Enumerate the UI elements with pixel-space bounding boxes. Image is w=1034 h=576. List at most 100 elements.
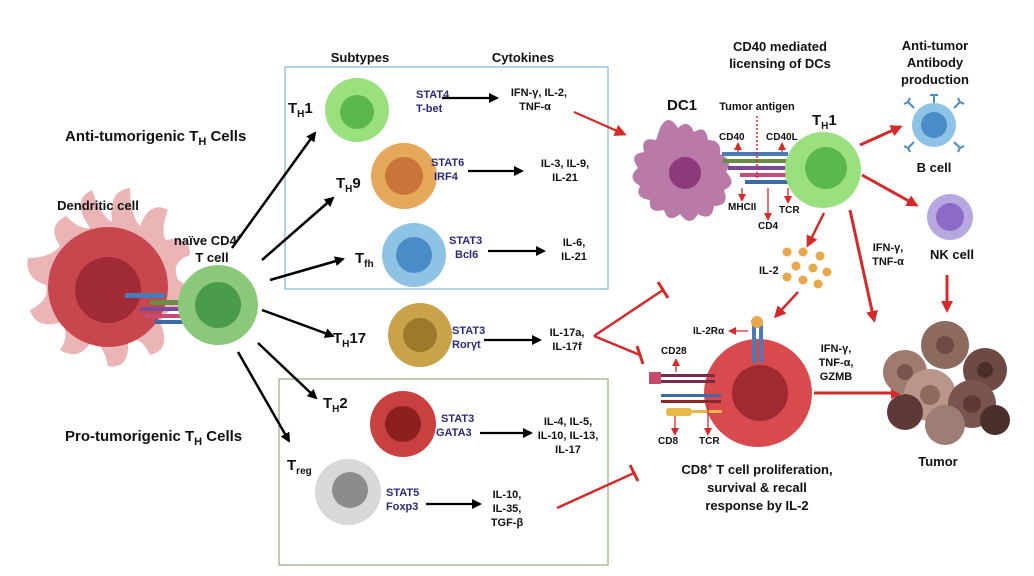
cd8-receptors [649,372,722,416]
cd8-caption-line2: survival & recall [707,480,807,495]
th9-cytokines-line1: IL-3, IL-9, [541,158,589,170]
cd4-label: CD4 [758,221,778,232]
tcr-top-label: TCR [779,205,800,216]
th1-cytokines-line1: IFN-γ, IL-2, [511,87,567,99]
arrow-th1-to-tumor [848,209,878,323]
cd40-label: CD40 [719,132,745,143]
arrow-to-th9 [261,196,335,261]
arrow-il2-to-cd8 [773,291,799,319]
dendritic-cell [27,188,191,367]
tumor-cluster [883,321,1010,445]
cd40l-label: CD40L [766,132,798,143]
th9-label: TH9 [336,175,361,195]
arrow-th1-to-nkcell [861,173,919,207]
nk-cell-label: NK cell [930,247,974,262]
th9-cell [371,143,437,209]
th2-cytokines-line3: IL-17 [555,444,581,456]
anti-tumorigenic-box [284,66,609,290]
th17-tf-line2: Rorγt [452,339,481,351]
arrow-to-th2 [257,342,318,400]
treg-tf-line1: STAT5 [386,487,419,499]
il2-molecules [782,247,832,289]
dc1-th1-receptors [722,152,788,184]
cd8-caption-line1: CD8+ T cell proliferation, [681,461,832,477]
tumor-label: Tumor [918,454,957,469]
cd8-t-cell [704,339,812,447]
cd40-licensing-header-line1: CD40 mediated [733,39,827,54]
arrow-th1-to-bcell [859,125,903,147]
th17-inhibition-bar-bottom [635,345,645,365]
cd8-caption-line3: response by IL-2 [705,498,808,513]
arrow-to-th17 [261,308,335,338]
th17-tf-line1: STAT3 [452,325,485,337]
treg-label: Treg [287,457,312,477]
naive-cd4-label: naïve CD4+ [174,232,242,248]
tfh-cell [382,223,446,287]
th17-cytokines-line2: IL-17f [552,341,582,353]
th1-tf-line2: T-bet [416,103,443,115]
cd40-licensing-header-line2: licensing of DCs [729,56,831,71]
tfh-cytokines-line2: IL-21 [561,251,587,263]
th9-tf-line1: STAT6 [431,157,464,169]
treg-tf-line2: Foxp3 [386,501,418,513]
th1-right-label: TH1 [812,112,837,132]
th17-inhibition-bar-top [656,281,670,299]
treg-cytokines-line3: TGF-β [491,517,524,529]
tcr-bottom-label: TCR [699,436,720,447]
cd8-label: CD8 [658,436,678,447]
th17-cell [388,303,452,367]
th2-cell [370,391,436,457]
cd8-effector-line3: GZMB [820,371,852,383]
treg-cytokines-line1: IL-10, [493,489,522,501]
il2-label: IL-2 [759,265,779,277]
b-cell [903,94,965,153]
treg-cell [315,459,381,525]
antibody-header-line1: Anti-tumor [902,38,968,53]
arrow-th1-to-dc1 [573,110,627,136]
dendritic-cell-label: Dendritic cell [57,198,139,213]
dc1-cell [632,120,732,221]
arrow-to-th1 [230,131,317,249]
antibody-header-line3: production [901,72,969,87]
mhcii-label: MHCII [728,202,757,213]
pro-tumorigenic-box [278,378,609,566]
tfh-label: Tfh [355,250,374,270]
il2-receptor [751,316,763,363]
tumor-antigen-label: Tumor antigen [719,101,795,113]
b-cell-label: B cell [917,160,952,175]
cd8-effector-line2: TNF-α, [819,357,854,369]
tfh-tf-line2: Bcl6 [455,249,478,261]
dc1-label: DC1 [667,97,697,114]
arrow-th1-to-il2 [806,212,826,248]
th2-label: TH2 [323,395,348,415]
cytokines-header: Cytokines [492,50,554,65]
nk-cell [927,194,973,240]
th17-label: TH17 [333,330,366,350]
th9-tf-line2: IRF4 [434,171,459,183]
cd8-effector-line1: IFN-γ, [821,343,852,355]
th1-label: TH1 [288,100,313,120]
th2-cytokines-line2: IL-10, IL-13, [538,430,599,442]
th1-effector-line1: IFN-γ, [873,242,904,254]
th9-cytokines-line2: IL-21 [552,172,578,184]
arrow-to-treg [236,351,291,443]
th1-tf-line1: STAT4 [416,89,450,101]
th1-cell [325,78,389,142]
th17-cytokines-line1: IL-17a, [550,327,585,339]
antibody-header-line2: Antibody [907,55,964,70]
th1-effector-line2: TNF-α [872,256,904,268]
tfh-tf-line1: STAT3 [449,235,482,247]
th1-right-cell [785,132,861,208]
th1-cytokines-line2: TNF-α [519,101,551,113]
th2-tf-line2: GATA3 [436,427,472,439]
treg-cytokines-line2: IL-35, [493,503,522,515]
treg-inhibition-bar [628,464,640,482]
il2ra-label: IL-2Rα [693,326,725,337]
cd28-label: CD28 [661,346,687,357]
arrow-to-tfh [269,256,345,282]
naive-cd4-t-cell [178,265,258,345]
pro-tumorigenic-label: Pro-tumorigenic TH Cells [65,428,242,448]
tfh-cytokines-line1: IL-6, [563,237,586,249]
anti-tumorigenic-label: Anti-tumorigenic TH Cells [65,128,246,148]
receptor-complex-left [125,293,185,324]
